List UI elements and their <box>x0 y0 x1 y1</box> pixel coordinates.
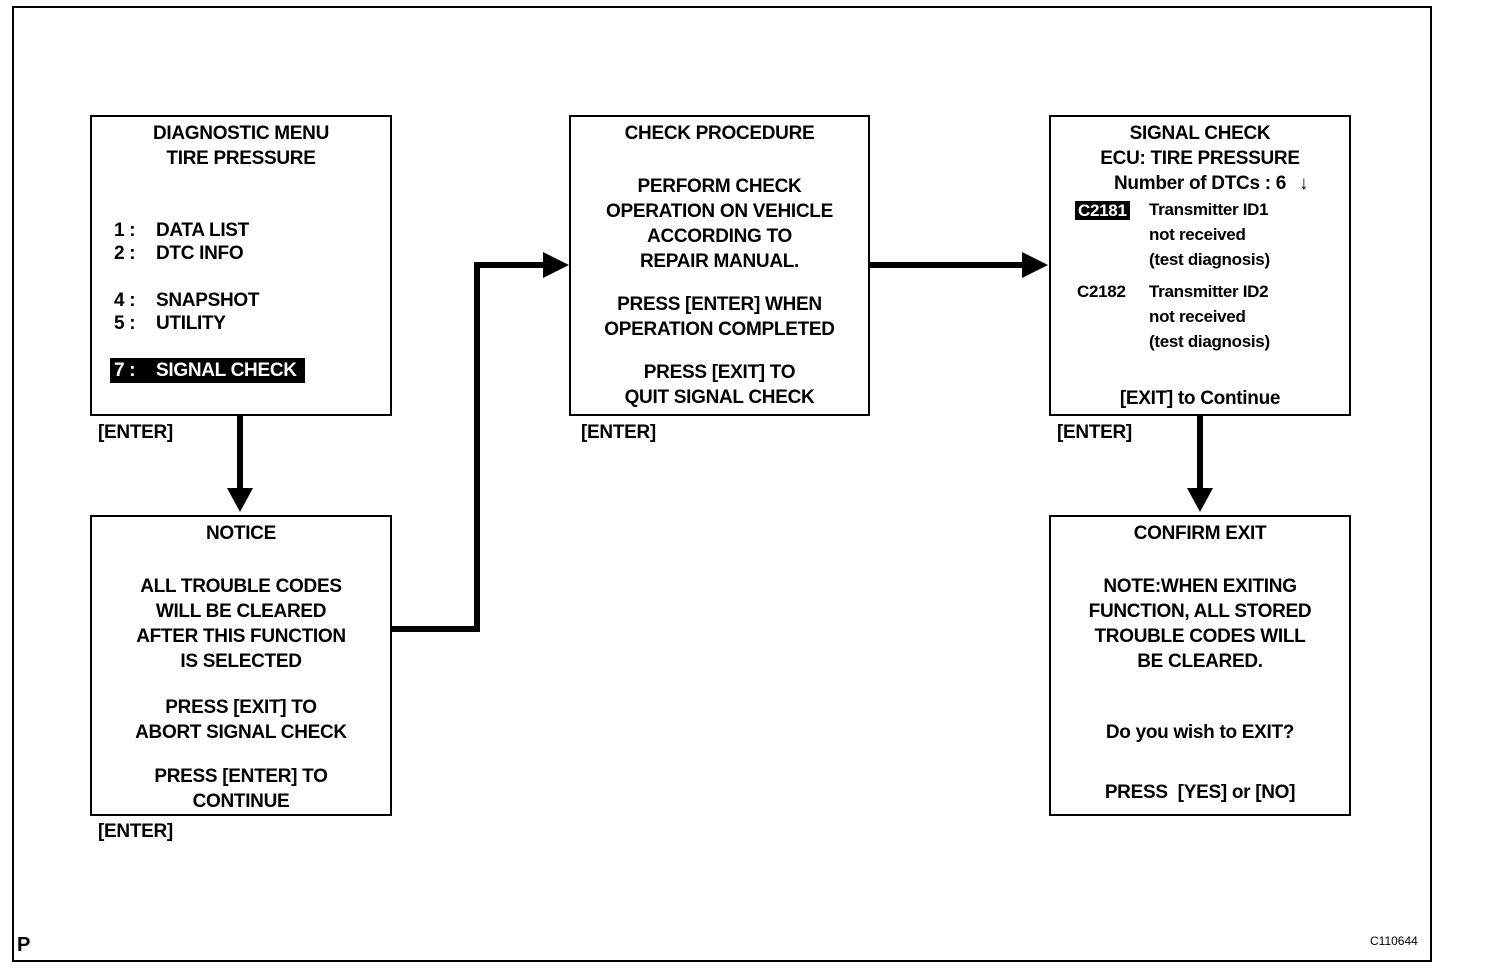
dtc-code-selected[interactable]: C2181 <box>1075 201 1130 220</box>
arrowhead-down-2 <box>1187 488 1213 512</box>
confirm-exit-title: CONFIRM EXIT <box>1133 523 1267 544</box>
signal-check-title: SIGNAL CHECK ECU: TIRE PRESSURE Number o… <box>1100 123 1300 194</box>
notice-title: NOTICE <box>206 523 276 544</box>
check-procedure-title: CHECK PROCEDURE <box>624 123 815 144</box>
diagnostic-menu-title: DIAGNOSTIC MENU TIRE PRESSURE <box>152 123 329 169</box>
menu-item-signal-check-selected[interactable]: 7 :SIGNAL CHECK <box>110 358 305 383</box>
confirm-exit-question: Do you wish to EXIT? <box>1105 722 1295 743</box>
signal-check-screen: SIGNAL CHECK ECU: TIRE PRESSURE Number o… <box>1049 115 1351 416</box>
enter-label-procedure: [ENTER] <box>581 422 656 443</box>
check-procedure-screen: CHECK PROCEDURE PERFORM CHECK OPERATION … <box>569 115 870 416</box>
menu-item-data-list[interactable]: 1 :DATA LIST <box>114 220 249 241</box>
arrowhead-right-1 <box>543 252 569 278</box>
check-procedure-enter-instruction: PRESS [ENTER] WHEN OPERATION COMPLETED <box>604 294 835 340</box>
confirm-exit-prompt: PRESS [YES] or [NO] <box>1104 782 1296 803</box>
dtc-code[interactable]: C2182 <box>1077 282 1126 301</box>
figure-frame <box>12 6 1432 962</box>
arrowhead-right-2 <box>1022 252 1048 278</box>
diagnostic-menu-screen: DIAGNOSTIC MENU TIRE PRESSURE 1 :DATA LI… <box>90 115 392 416</box>
scroll-down-icon: ↓ <box>1299 173 1309 194</box>
menu-item-utility[interactable]: 5 :UTILITY <box>114 313 226 334</box>
corner-label: P <box>17 934 31 956</box>
dtc-description-2: Transmitter ID2 not received (test diagn… <box>1149 282 1270 351</box>
arrowhead-down-1 <box>227 488 253 512</box>
confirm-exit-note: NOTE:WHEN EXITING FUNCTION, ALL STORED T… <box>1088 576 1312 672</box>
notice-message: ALL TROUBLE CODES WILL BE CLEARED AFTER … <box>136 576 346 672</box>
signal-check-footer: [EXIT] to Continue <box>1119 388 1281 409</box>
figure-number: C110644 <box>1370 934 1418 948</box>
menu-item-snapshot[interactable]: 4 :SNAPSHOT <box>114 290 260 311</box>
notice-screen: NOTICE ALL TROUBLE CODES WILL BE CLEARED… <box>90 515 392 816</box>
enter-label-notice: [ENTER] <box>98 821 173 842</box>
notice-exit-instruction: PRESS [EXIT] TO ABORT SIGNAL CHECK <box>135 697 347 743</box>
menu-item-dtc-info[interactable]: 2 :DTC INFO <box>114 243 244 264</box>
arrow-notice-to-procedure <box>392 262 545 632</box>
dtc-description-1: Transmitter ID1 not received (test diagn… <box>1149 200 1270 269</box>
check-procedure-exit-instruction: PRESS [EXIT] TO QUIT SIGNAL CHECK <box>624 362 815 408</box>
enter-label-menu: [ENTER] <box>98 422 173 443</box>
enter-label-signal: [ENTER] <box>1057 422 1132 443</box>
confirm-exit-screen: CONFIRM EXIT NOTE:WHEN EXITING FUNCTION,… <box>1049 515 1351 816</box>
notice-enter-instruction: PRESS [ENTER] TO CONTINUE <box>154 766 328 812</box>
check-procedure-message: PERFORM CHECK OPERATION ON VEHICLE ACCOR… <box>606 176 833 272</box>
